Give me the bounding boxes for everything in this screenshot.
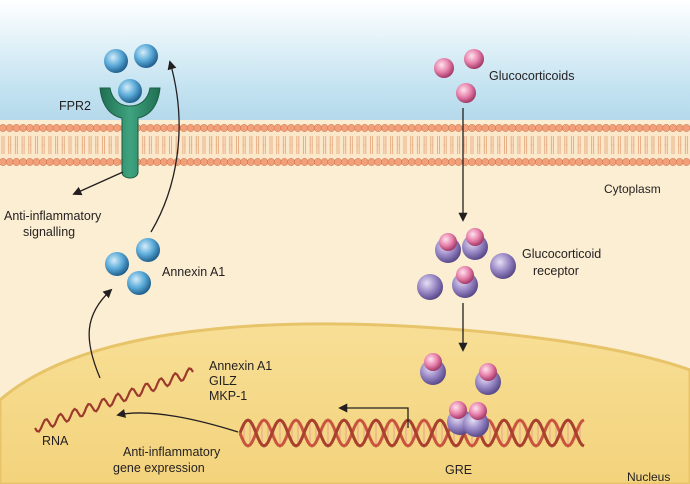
anti-inflammatory-gene-expression-label: Anti-inflammatory gene expression: [113, 445, 224, 475]
fpr2-receptor: [99, 87, 161, 179]
anti-inflammatory-signalling-label: Anti-inflammatory signalling: [4, 209, 105, 239]
annexin-a1-molecule: [136, 238, 160, 262]
glucocorticoid-molecule: [464, 49, 484, 69]
rna-strand: [34, 367, 194, 433]
fpr2-label: FPR2: [59, 99, 91, 113]
arrow-rna-to-annexin: [88, 288, 113, 379]
extracellular-space: [0, 0, 690, 124]
glucocorticoids-label: Glucocorticoids: [489, 69, 574, 83]
annexin-a1-molecule: [134, 44, 158, 68]
nucleus-label: Nucleus: [627, 470, 670, 484]
glucocorticoid-receptor-complex: [417, 228, 516, 300]
glucocorticoid-receptor-complex: [420, 353, 501, 395]
arrow-annexin-to-fpr2: [150, 60, 180, 233]
dna-double-helix: [238, 418, 585, 448]
gene-list-annexin-a1: Annexin A1: [209, 359, 272, 373]
arrow-fpr2-to-signalling: [72, 171, 124, 196]
gene-list-mkp-1: MKP-1: [209, 389, 247, 403]
arrow-gre-to-transcription: [338, 403, 409, 428]
anti-inflammatory-signalling-line-1: Anti-inflammatory: [4, 209, 102, 223]
cytoplasm-label: Cytoplasm: [604, 182, 661, 196]
anti-inflammatory-signalling-line-2: signalling: [23, 225, 75, 239]
annexin-a1-molecule: [105, 252, 129, 276]
pathway-arrows: [72, 60, 468, 433]
glucocorticoid-molecule: [434, 58, 454, 78]
annexin-a1-molecule: [104, 49, 128, 73]
gene-expression-line-2: gene expression: [113, 461, 205, 475]
glucocorticoid-receptor-line-2: receptor: [533, 264, 579, 278]
rna-label: RNA: [42, 434, 69, 448]
gene-expression-line-1: Anti-inflammatory: [123, 445, 221, 459]
annexin-a1-label: Annexin A1: [162, 265, 225, 279]
gre-bound-receptor-dimer: [447, 401, 489, 437]
glucocorticoid-molecule: [456, 83, 476, 103]
gene-list-gilz: GILZ: [209, 374, 237, 388]
glucocorticoid-receptor-line-1: Glucocorticoid: [522, 247, 601, 261]
cell-membrane: [0, 124, 690, 166]
nucleus-region: [0, 322, 690, 484]
annexin-a1-molecule: [118, 79, 142, 103]
annexin-a1-molecule: [127, 271, 151, 295]
glucocorticoid-receptor-label: Glucocorticoid receptor: [522, 247, 605, 278]
gene-list-label: Annexin A1 GILZ MKP-1: [209, 359, 276, 403]
gre-label: GRE: [445, 463, 472, 477]
arrow-gene-expression-to-rna: [116, 409, 239, 433]
